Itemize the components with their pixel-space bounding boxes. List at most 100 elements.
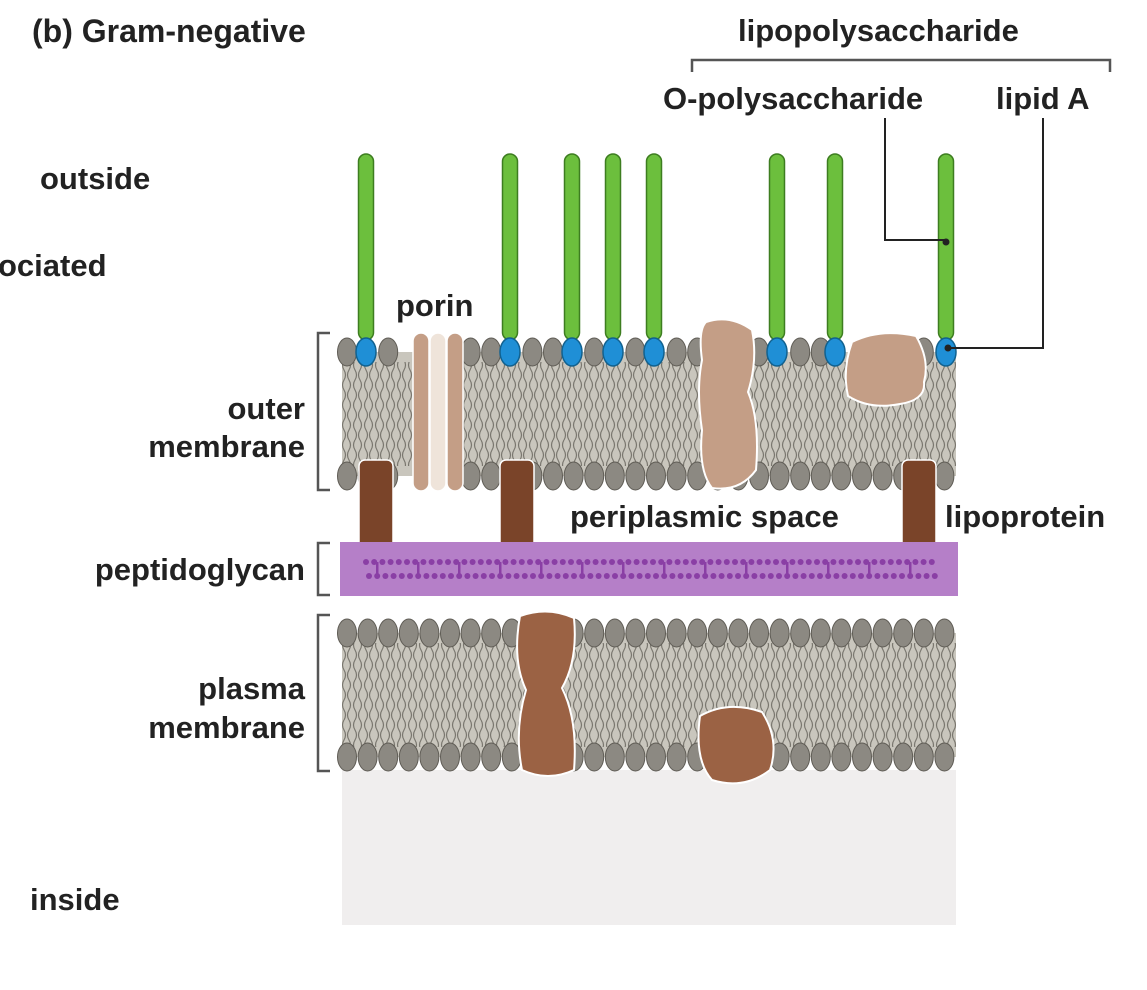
plasma-inner-head [604,742,625,772]
peptidoglycan-bead [781,559,788,565]
peptidoglycan-bead [423,573,430,579]
outer-leaflet-head [666,337,687,367]
lipoproteins [358,459,937,554]
peptidoglycan-bead [480,573,487,579]
peptidoglycan-bead [412,559,419,565]
outside-label: outside [40,161,151,196]
peptidoglycan-bead [740,559,747,565]
peptidoglycan-bead [773,559,779,565]
peptidoglycan-bead [871,559,878,565]
peptidoglycan-bead [887,559,894,565]
peptidoglycan-bead [822,559,829,565]
peptidoglycan-bead [472,573,479,579]
outer-leaflet-head [378,337,399,367]
peptidoglycan-bead [899,573,905,579]
peptidoglycan-bead [931,573,938,579]
plasma-outer-head [749,618,769,648]
plasma-outer-head [378,618,399,648]
plasma-inner-head [481,742,502,772]
peptidoglycan-bead [404,559,410,565]
peptidoglycan-bead [595,573,602,579]
cytoplasm-region [342,770,956,925]
outer-leaflet-head [790,337,811,367]
lps-molecule [602,153,624,367]
peptidoglycan-bead [699,559,706,565]
plasma-outer-head [440,618,460,648]
peptidoglycan-bead [833,573,840,579]
peptidoglycan-bead [912,559,919,565]
peptidoglycan-bead [863,559,870,565]
peptidoglycan-bead [431,573,438,579]
plasma-membrane [337,618,956,772]
inner-leaflet-head [769,461,790,491]
peptidoglycan-bead [571,573,577,579]
outer-membrane-bracket [316,331,330,492]
peptidoglycan-bead [748,559,755,565]
peptidoglycan-bead [633,559,640,565]
lipid-a-head [935,337,957,367]
peptide-crosslink [622,562,625,576]
lipopolysaccharide-molecules [355,153,957,367]
periplasmic-space-label: periplasmic space [570,499,839,534]
peptidoglycan-bead [855,559,861,565]
peptidoglycan-bead [735,573,741,579]
inner-leaflet-head [625,461,646,491]
peptidoglycan-bead [382,573,389,579]
lps-molecule [766,153,788,367]
plasma-outer-head [852,618,872,648]
peptidoglycan-bead [644,573,651,579]
peptidoglycan-bead [808,573,815,579]
plasma-inner-head [460,742,481,772]
peptidoglycan-bead [682,559,689,565]
o-polysaccharide-chain [768,153,786,341]
peptidoglycan-bead [764,559,771,565]
peptidoglycan-bead [518,559,525,565]
plasma-inner-head [913,742,934,772]
peptidoglycan-bead [814,559,820,565]
plasma-membrane-label-line1: plasma [198,671,305,706]
o-polysaccharide-chain [826,153,844,341]
peptidoglycan-bead [694,573,700,579]
peptidoglycan-bead [879,559,886,565]
lps-molecule [499,153,521,367]
peptide-crosslink [827,562,830,576]
peptidoglycan-bead [726,573,733,579]
peptidoglycan-bead [546,573,553,579]
o-polysaccharide-chain [563,153,581,341]
peptidoglycan-bead [366,573,372,579]
lps-molecule [935,153,957,367]
plasma-outer-head [398,618,419,648]
plasma-membrane-bracket [316,613,330,773]
peptidoglycan-bead [890,573,897,579]
peptidoglycan-bead [715,559,722,565]
membrane-brackets [316,331,330,773]
plasma-outer-head [419,618,440,648]
leader-lines [884,118,1044,349]
plasma-outer-head [687,618,708,648]
peptide-crosslink [786,562,789,576]
lipid-a-leader [948,118,1044,349]
peptidoglycan-bead [658,559,665,565]
o-polysaccharide-chain [937,153,955,341]
peptidoglycan-bead [792,573,799,579]
peptidoglycan-layer [340,542,958,596]
plasma-transmembrane-protein [516,610,576,777]
inner-leaflet-head [604,461,625,491]
peptidoglycan-bead [707,559,714,565]
o-polysaccharide-pointer-dot [942,238,950,246]
inner-leaflet-head [872,461,893,491]
peptidoglycan-bead [379,559,386,565]
outer-peripheral-protein [844,332,927,407]
plasma-peripheral-protein [697,705,775,785]
o-polysaccharide-leader [884,118,946,241]
plasma-inner-head [852,742,872,772]
plasma-inner-head [357,742,378,772]
peptidoglycan-bead [617,559,624,565]
peptidoglycan-bead [436,559,443,565]
plasma-outer-head [728,618,749,648]
peptidoglycan-bead [461,559,468,565]
peptidoglycan-bead [920,559,927,565]
plasma-outer-head [831,618,852,648]
peptidoglycan-bead [407,573,413,579]
